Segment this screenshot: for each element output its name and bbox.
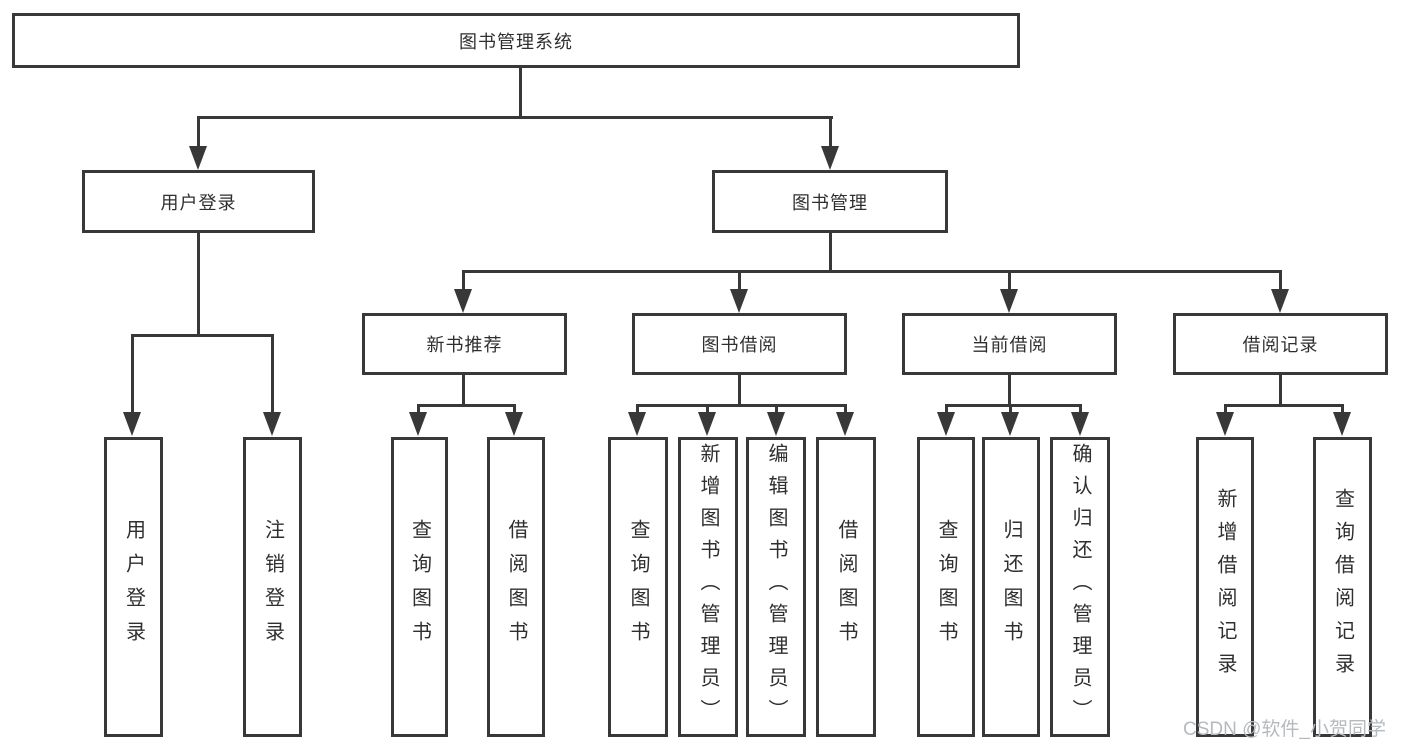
arrowhead-down bbox=[836, 412, 854, 436]
leaf-edit-book-admin-label: 编辑图书（管理员） bbox=[765, 443, 787, 731]
node-library-system-label: 图书管理系统 bbox=[459, 31, 573, 52]
node-new-book-recommend-label: 新书推荐 bbox=[426, 335, 503, 355]
connector-drop bbox=[1341, 404, 1344, 415]
leaf-borrow-books-recommend-label: 借阅图书 bbox=[505, 519, 527, 655]
arrowhead-down bbox=[1216, 412, 1234, 436]
connector-rail-level2 bbox=[197, 116, 833, 119]
connector-drop bbox=[131, 334, 134, 414]
connector-drop bbox=[706, 404, 709, 415]
connector-drop bbox=[417, 404, 420, 415]
connector-stem-new-book bbox=[462, 375, 465, 406]
connector-drop bbox=[462, 270, 465, 291]
arrowhead-down bbox=[730, 289, 748, 313]
connector-stem-borrow-records bbox=[1279, 375, 1282, 406]
connector-drop bbox=[945, 404, 948, 415]
leaf-query-books-recommend-label: 查询图书 bbox=[408, 519, 431, 655]
leaf-query-books-current: 查询图书 bbox=[917, 437, 975, 737]
leaf-return-books-label: 归还图书 bbox=[1000, 519, 1022, 655]
arrowhead-down bbox=[1001, 412, 1019, 436]
leaf-return-books: 归还图书 bbox=[982, 437, 1040, 737]
connector-stem-book-borrow bbox=[738, 375, 741, 406]
connector-rail-level3 bbox=[462, 270, 1282, 273]
node-book-borrow: 图书借阅 bbox=[632, 313, 847, 375]
arrowhead-down bbox=[123, 412, 141, 436]
node-book-management: 图书管理 bbox=[712, 170, 948, 233]
arrowhead-down bbox=[1271, 289, 1289, 313]
connector-drop bbox=[1224, 404, 1227, 415]
connector-drop bbox=[1009, 404, 1012, 415]
arrowhead-down bbox=[767, 412, 785, 436]
leaf-confirm-return-admin-label: 确认归还（管理员） bbox=[1069, 443, 1091, 731]
connector-drop bbox=[829, 116, 832, 148]
arrowhead-down bbox=[1071, 412, 1089, 436]
node-new-book-recommend: 新书推荐 bbox=[362, 313, 567, 375]
leaf-logout: 注销登录 bbox=[243, 437, 302, 737]
connector-rail-book-borrow bbox=[636, 404, 847, 407]
csdn-watermark: CSDN @软件_小贺同学 bbox=[1183, 719, 1386, 740]
arrowhead-down bbox=[1000, 289, 1018, 313]
connector-stem-user-login bbox=[197, 233, 200, 336]
arrowhead-down bbox=[698, 412, 716, 436]
leaf-query-borrow-record: 查询借阅记录 bbox=[1313, 437, 1372, 737]
connector-stem-root bbox=[519, 68, 522, 119]
connector-drop bbox=[1008, 270, 1011, 291]
arrowhead-down bbox=[263, 412, 281, 436]
leaf-add-borrow-record: 新增借阅记录 bbox=[1196, 437, 1254, 737]
leaf-query-borrow-record-label: 查询借阅记录 bbox=[1331, 488, 1354, 686]
node-user-login-label: 用户登录 bbox=[160, 192, 237, 213]
arrowhead-down bbox=[409, 412, 427, 436]
node-borrow-records: 借阅记录 bbox=[1173, 313, 1388, 375]
node-book-management-label: 图书管理 bbox=[792, 192, 868, 213]
arrowhead-down bbox=[628, 412, 646, 436]
connector-drop bbox=[636, 404, 639, 415]
arrowhead-down bbox=[505, 412, 523, 436]
connector-drop bbox=[844, 404, 847, 415]
leaf-borrow-books: 借阅图书 bbox=[816, 437, 876, 737]
connector-drop bbox=[197, 116, 200, 148]
connector-rail-current-borrow bbox=[945, 404, 1082, 407]
leaf-query-books-borrow: 查询图书 bbox=[608, 437, 668, 737]
leaf-borrow-books-label: 借阅图书 bbox=[835, 519, 857, 655]
leaf-query-books-current-label: 查询图书 bbox=[935, 519, 957, 655]
connector-drop bbox=[738, 270, 741, 291]
connector-stem-book-management bbox=[829, 233, 832, 272]
leaf-add-book-admin-label: 新增图书（管理员） bbox=[697, 443, 719, 731]
arrowhead-down bbox=[454, 289, 472, 313]
arrowhead-down bbox=[821, 146, 839, 170]
node-library-system: 图书管理系统 bbox=[12, 13, 1020, 68]
leaf-edit-book-admin: 编辑图书（管理员） bbox=[746, 437, 806, 737]
leaf-logout-label: 注销登录 bbox=[261, 519, 284, 655]
arrowhead-down bbox=[937, 412, 955, 436]
node-user-login: 用户登录 bbox=[82, 170, 315, 233]
connector-rail-new-book bbox=[417, 404, 516, 407]
arrowhead-down bbox=[1333, 412, 1351, 436]
connector-drop bbox=[271, 334, 274, 414]
leaf-query-books-borrow-label: 查询图书 bbox=[627, 519, 649, 655]
node-current-borrow: 当前借阅 bbox=[902, 313, 1117, 375]
connector-drop bbox=[1279, 270, 1282, 291]
connector-rail-user-login bbox=[131, 334, 274, 337]
connector-drop bbox=[513, 404, 516, 415]
leaf-user-login: 用户登录 bbox=[104, 437, 163, 737]
connector-stem-current-borrow bbox=[1008, 375, 1011, 406]
leaf-user-login-label: 用户登录 bbox=[122, 519, 145, 655]
connector-rail-borrow-records bbox=[1224, 404, 1344, 407]
node-current-borrow-label: 当前借阅 bbox=[971, 335, 1048, 355]
leaf-add-book-admin: 新增图书（管理员） bbox=[678, 437, 738, 737]
leaf-query-books-recommend: 查询图书 bbox=[391, 437, 448, 737]
node-book-borrow-label: 图书借阅 bbox=[701, 335, 778, 355]
leaf-borrow-books-recommend: 借阅图书 bbox=[487, 437, 545, 737]
leaf-confirm-return-admin: 确认归还（管理员） bbox=[1050, 437, 1110, 737]
arrowhead-down bbox=[189, 146, 207, 170]
connector-drop bbox=[1079, 404, 1082, 415]
leaf-add-borrow-record-label: 新增借阅记录 bbox=[1214, 488, 1236, 686]
connector-drop bbox=[775, 404, 778, 415]
node-borrow-records-label: 借阅记录 bbox=[1242, 335, 1319, 355]
